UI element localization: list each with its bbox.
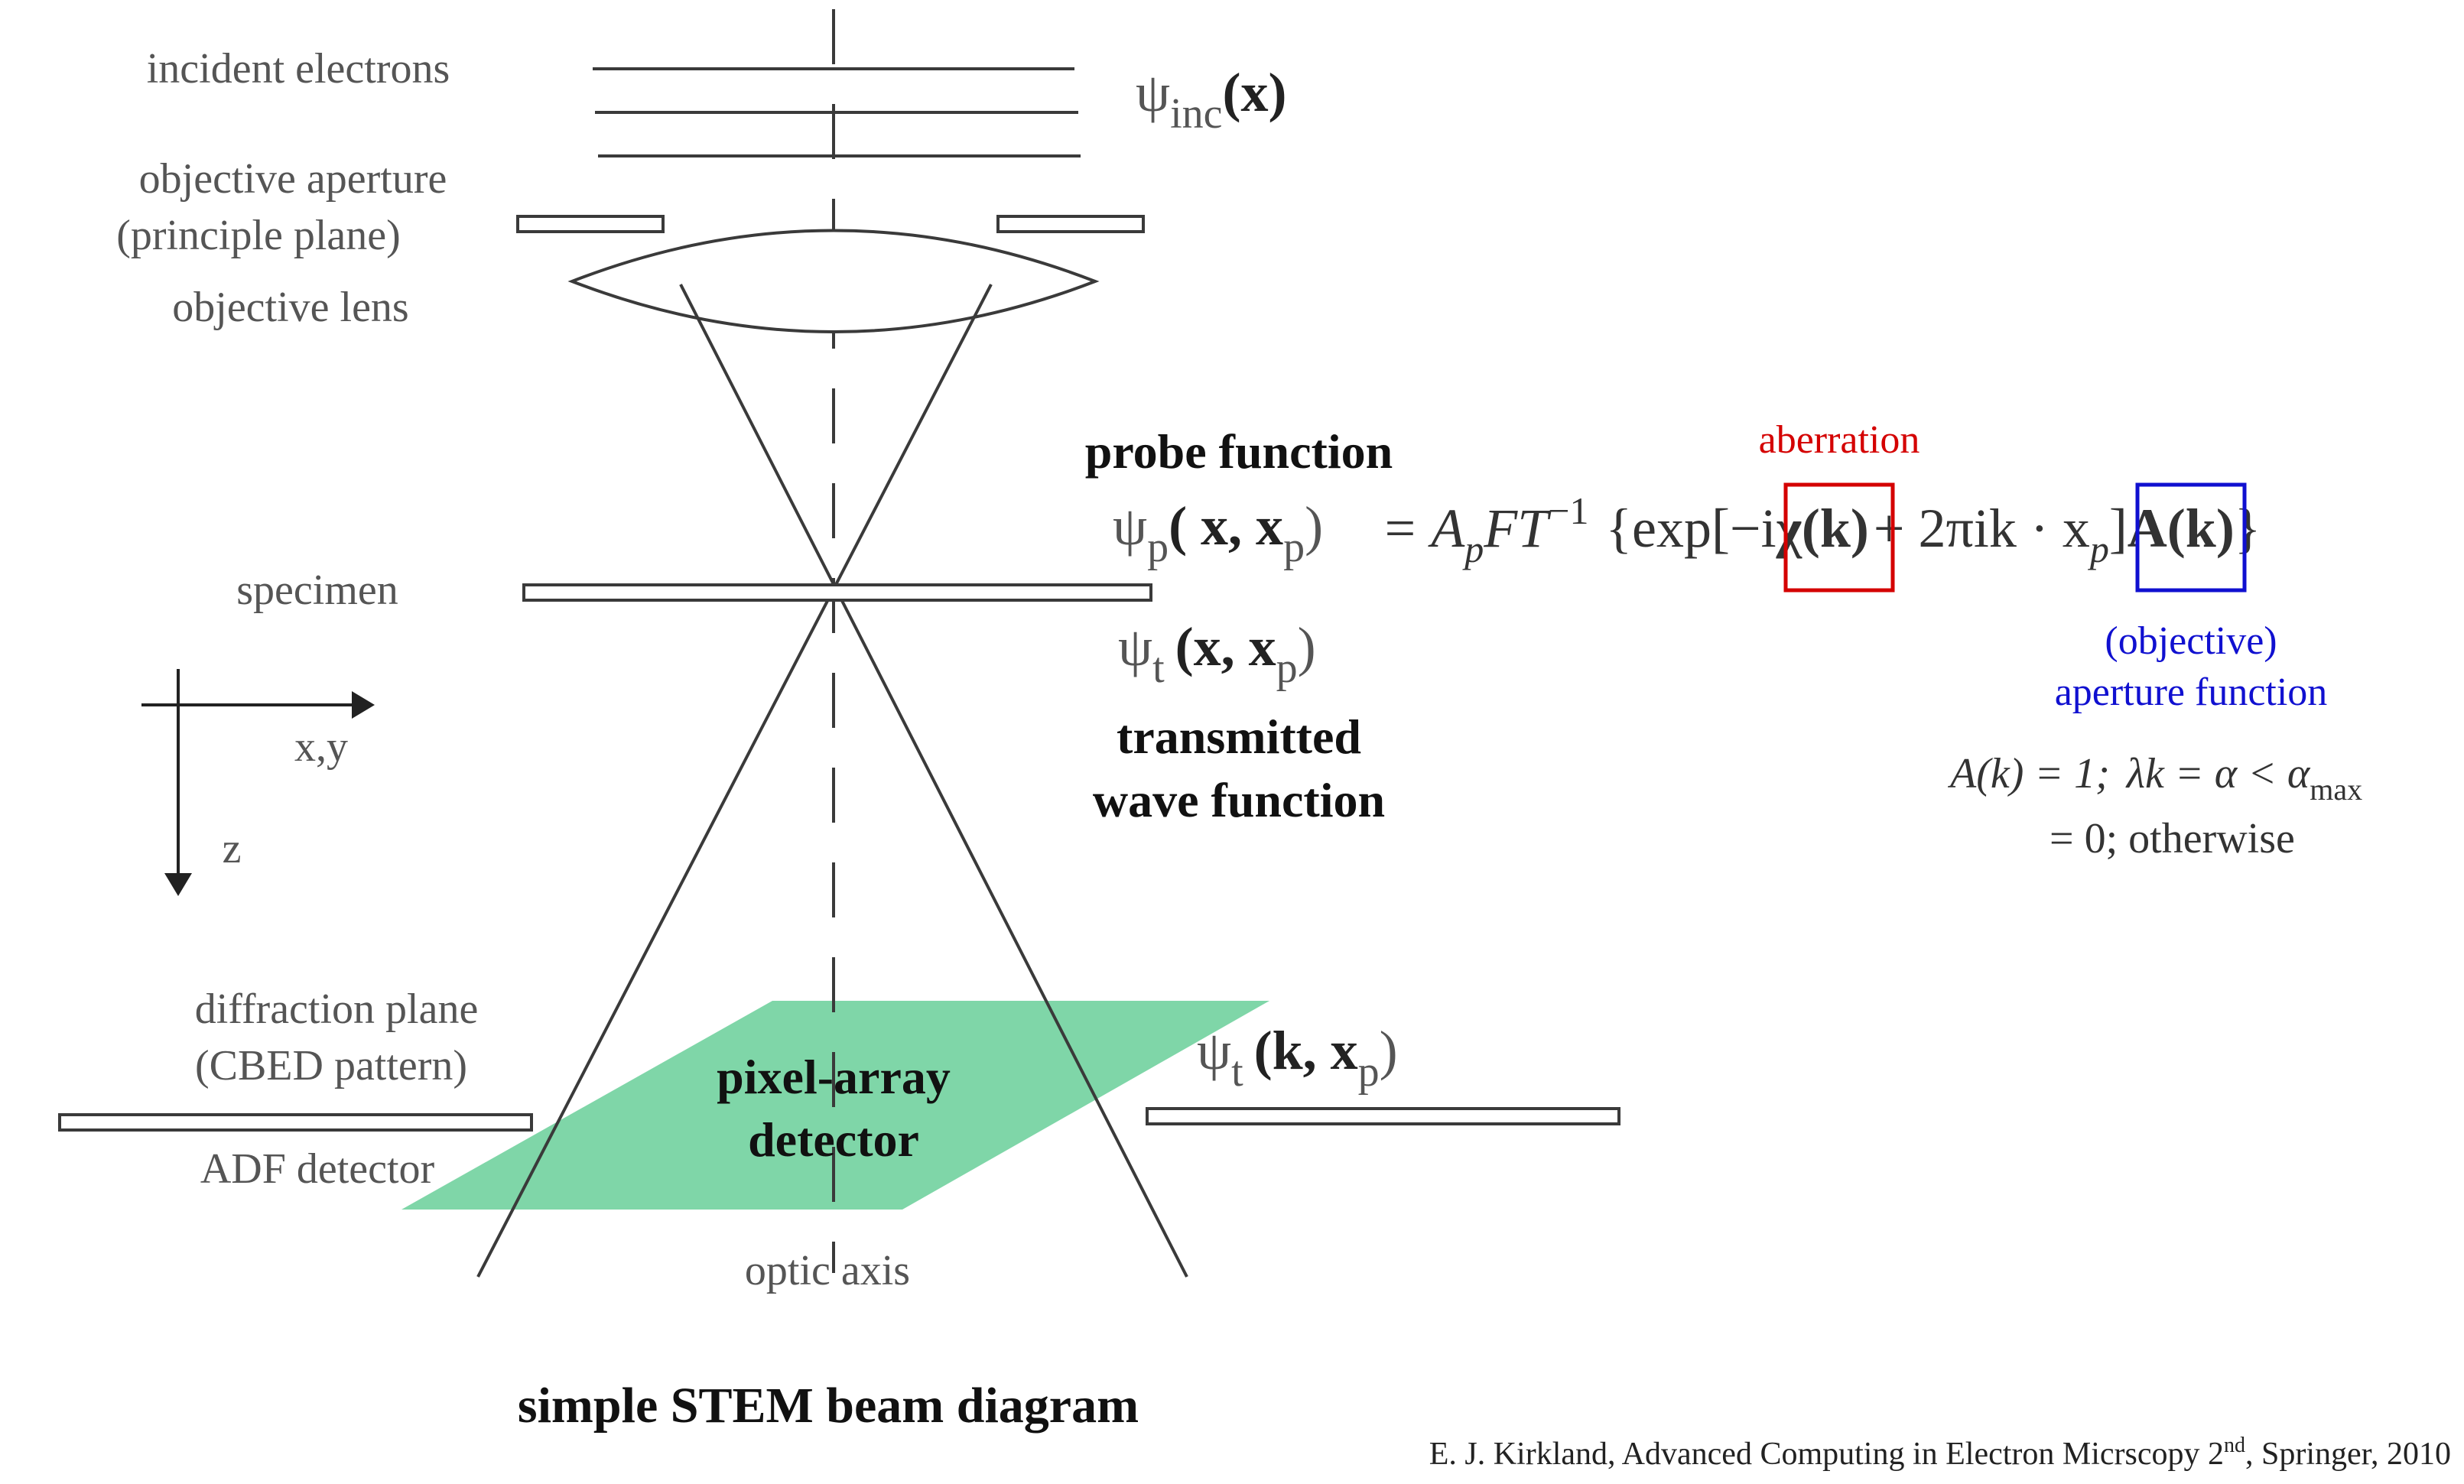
label-wave-function: wave function <box>1093 773 1385 827</box>
label-incident-electrons: incident electrons <box>147 45 450 93</box>
objective-lens <box>567 229 1100 333</box>
subscript-p: p <box>1358 1048 1380 1096</box>
psi-inc-expression: ψinc(x) <box>1136 62 1286 138</box>
diagram-title: simple STEM beam diagram <box>518 1378 1139 1434</box>
subscript-t: t <box>1152 645 1165 692</box>
beam-ray-left <box>679 284 1188 1278</box>
objective-aperture-right <box>996 215 1145 233</box>
subscript-t: t <box>1231 1048 1243 1096</box>
eq-exp-open: {exp[−i <box>1606 498 1776 559</box>
label-aperture-function: aperture function <box>2055 671 2328 714</box>
label-adf-detector: ADF detector <box>200 1145 435 1193</box>
aperture-condition-2: = 0; otherwise <box>2050 815 2295 862</box>
eq-chi-k: χ(k) <box>1776 498 1869 559</box>
cond1-rhs: λk = α < α <box>2125 750 2311 797</box>
psi-p-expression: ψp( x, xp) <box>1113 495 1323 571</box>
eq-FT: FT <box>1483 498 1552 559</box>
label-probe-function: probe function <box>1085 424 1393 479</box>
aperture-function-box <box>2135 482 2247 593</box>
pixel-array-detector-plane <box>401 1001 1269 1210</box>
argument-close: ) <box>1298 616 1316 677</box>
adf-detector-left <box>58 1113 533 1132</box>
z-axis-arrowhead <box>164 873 192 896</box>
psi-symbol: ψ <box>1197 1020 1231 1081</box>
cond1-lhs: A(k) = 1; <box>1947 750 2110 797</box>
psi-t-k-expression: ψt(k, xp) <box>1197 1020 1398 1096</box>
label-aberration: aberration <box>1759 418 1920 462</box>
specimen-plate <box>522 583 1152 602</box>
argument-x: (x) <box>1223 62 1287 123</box>
label-axis-xy: x,y <box>294 723 348 771</box>
subscript-p: p <box>1283 524 1305 571</box>
label-cbed-pattern: (CBED pattern) <box>195 1042 467 1089</box>
label-objective-lens: objective lens <box>172 284 408 331</box>
label-objective-paren: (objective) <box>2105 619 2277 663</box>
label-specimen: specimen <box>236 567 398 614</box>
eq-sub-p: p <box>2088 528 2109 570</box>
label-objective-aperture: objective aperture <box>139 155 447 203</box>
label-axis-z: z <box>223 825 242 872</box>
psi-symbol: ψ <box>1113 495 1147 557</box>
objective-aperture-left <box>516 215 665 233</box>
label-transmitted: transmitted <box>1117 710 1361 764</box>
cond1-sub-max: max <box>2310 772 2362 807</box>
subscript-p: p <box>1147 524 1169 571</box>
eq-sub-p: p <box>1462 528 1484 570</box>
subscript-inc: inc <box>1170 90 1222 138</box>
eq-brace-close: } <box>2235 498 2261 559</box>
citation-main: E. J. Kirkland, Advanced Computing in El… <box>1429 1437 2224 1472</box>
x-axis-arrowhead <box>352 691 375 719</box>
label-principle-plane: (principle plane) <box>116 212 401 259</box>
psi-symbol: ψ <box>1136 62 1170 123</box>
label-optic-axis: optic axis <box>745 1247 910 1294</box>
argument-k-xp: (k, x <box>1254 1020 1358 1081</box>
argument-close: ) <box>1305 495 1323 557</box>
eq-plus-term: + 2πik · x <box>1874 498 2090 559</box>
subscript-p: p <box>1276 645 1298 692</box>
beam-ray-right <box>476 284 993 1278</box>
adf-detector-right <box>1146 1107 1620 1125</box>
label-pixel-array-detector: detector <box>748 1112 919 1167</box>
eq-equals-A: = A <box>1381 498 1465 559</box>
psi-t-x-expression: ψt(x, xp) <box>1118 616 1316 692</box>
probe-equation: = ApFT−1{exp[−iχ(k)+ 2πik · xp]A(k)} <box>1381 489 2261 570</box>
eq-inverse: −1 <box>1548 489 1588 532</box>
aberration-box <box>1783 482 1895 593</box>
eq-A-k: A(k) <box>2128 498 2235 559</box>
label-diffraction-plane: diffraction plane <box>195 986 479 1033</box>
argument-x-xp: (x, x <box>1175 616 1276 677</box>
argument-close: ) <box>1380 1020 1398 1081</box>
psi-symbol: ψ <box>1118 616 1152 677</box>
citation: E. J. Kirkland, Advanced Computing in El… <box>1429 1434 2451 1472</box>
aperture-condition-1: A(k) = 1; λk = α < αmax <box>1947 750 2362 807</box>
citation-end: , Springer, 2010 <box>2245 1437 2451 1472</box>
label-pixel-array: pixel-array <box>717 1050 951 1104</box>
citation-superscript: nd <box>2224 1434 2245 1457</box>
argument-x-xp: ( x, x <box>1169 495 1283 557</box>
eq-close-bracket: ] <box>2109 498 2128 559</box>
